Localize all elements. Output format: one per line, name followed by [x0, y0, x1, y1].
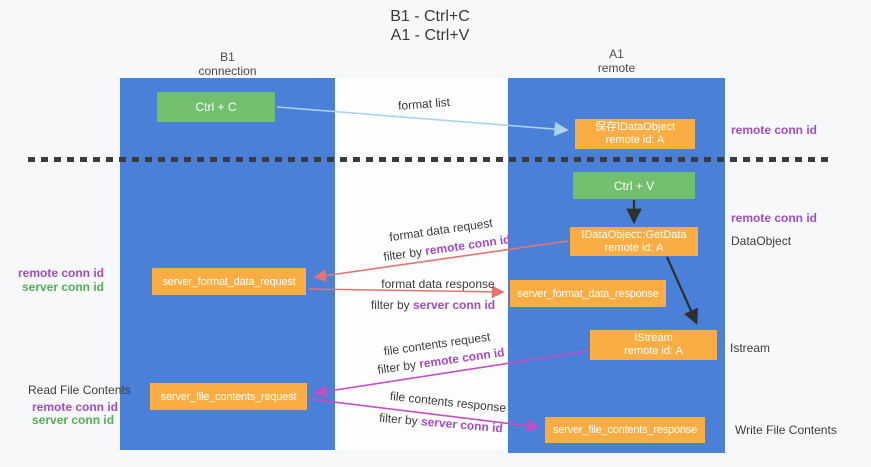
- idataobject-getdata-box: IDataObject::GetData remote id: A: [570, 227, 698, 256]
- title-line-2: A1 - Ctrl+V: [390, 27, 470, 44]
- right-remote-conn-id-top: remote conn id: [731, 123, 818, 137]
- format-data-response-label: format data response: [381, 277, 495, 291]
- ctrl-v-box: Ctrl + V: [573, 172, 695, 199]
- lane-b1-title: B1: [220, 50, 235, 64]
- server-format-data-response-box: server_format_data_response: [510, 280, 666, 307]
- ctrl-v-label: Ctrl + V: [613, 178, 655, 193]
- right-remote-conn-id-mid: remote conn id: [731, 211, 818, 225]
- save-idataobject-line2: remote id: A: [605, 134, 665, 146]
- istream-box: IStream remote id: A: [590, 330, 717, 360]
- idataobject-getdata-line1: IDataObject::GetData: [581, 228, 687, 241]
- left-read-file-contents-label: Read File Contents: [28, 383, 131, 397]
- format-data-request-arrow: [313, 240, 569, 282]
- save-idataobject-box: 保存IDataObject remote id: A: [575, 119, 695, 149]
- format-data-response-arrow: [308, 285, 505, 299]
- filter-by-text: filter by: [370, 298, 413, 312]
- idataobject-getdata-line2: remote id: A: [604, 241, 664, 254]
- server-file-contents-request-box: server_file_contents_request: [150, 383, 307, 410]
- server-format-data-response-label: server_format_data_response: [517, 287, 659, 300]
- getdata-to-istream-arrow: [665, 256, 699, 325]
- lane-header-a1: A1 remote: [508, 47, 725, 75]
- format-data-response-filter-label: filter by server conn id: [371, 298, 495, 312]
- left-server-conn-id-2: server conn id: [32, 413, 115, 427]
- right-istream-label: Istream: [730, 341, 771, 355]
- server-conn-id-text: server conn id: [412, 298, 496, 312]
- lane-b1-subtitle: connection: [198, 64, 257, 78]
- lane-header-b1: B1 connection: [120, 50, 335, 78]
- message-channel-column: [335, 78, 508, 450]
- server-format-data-request-box: server_format_data_request: [152, 268, 306, 295]
- lane-a1-title: A1: [609, 47, 624, 61]
- save-idataobject-line1: 保存IDataObject: [594, 121, 676, 133]
- right-dataobject-label: DataObject: [731, 234, 792, 248]
- file-contents-request-arrow: [313, 350, 589, 398]
- ctrl-c-box: Ctrl + C: [157, 92, 275, 122]
- lane-a1-subtitle: remote: [597, 61, 636, 75]
- server-format-data-request-label: server_format_data_request: [162, 275, 296, 288]
- title-line-1: B1 - Ctrl+C: [390, 8, 470, 25]
- server-file-contents-response-box: server_file_contents_response: [545, 417, 705, 443]
- ctrl-c-label: Ctrl + C: [195, 100, 237, 114]
- diagram-title: B1 - Ctrl+C A1 - Ctrl+V: [0, 7, 860, 45]
- phase-separator-line: [28, 157, 834, 162]
- left-remote-conn-id-2: remote conn id: [32, 400, 119, 414]
- istream-line1: IStream: [634, 332, 673, 344]
- left-remote-conn-id-1: remote conn id: [18, 266, 105, 280]
- server-file-contents-response-label: server_file_contents_response: [552, 424, 697, 436]
- format-list-arrow: [276, 106, 569, 137]
- server-file-contents-request-label: server_file_contents_request: [160, 390, 297, 403]
- right-write-file-contents-label: Write File Contents: [735, 423, 837, 437]
- file-contents-response-arrow: [308, 398, 540, 433]
- left-server-conn-id-1: server conn id: [21, 280, 104, 294]
- istream-line2: remote id: A: [624, 345, 683, 357]
